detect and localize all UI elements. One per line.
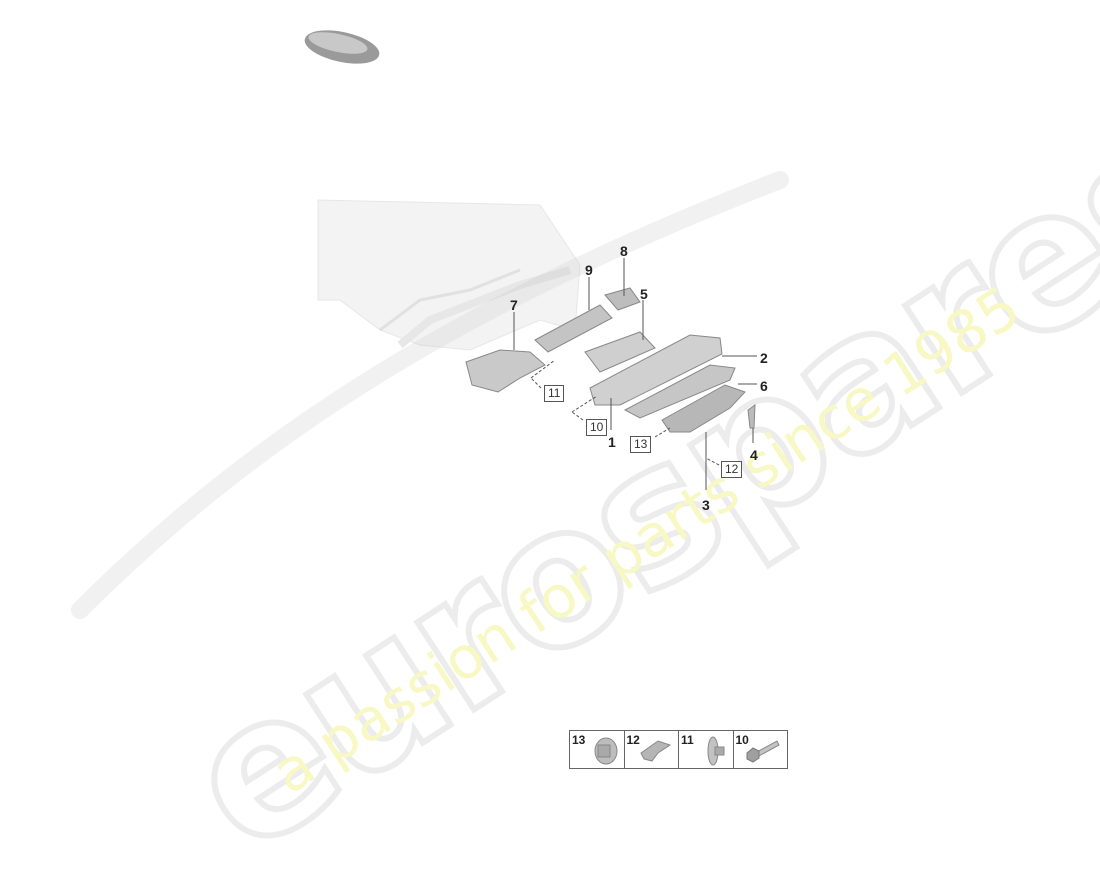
car-thumbnail-icon[interactable]: [300, 25, 385, 70]
flange-nut-icon: [594, 737, 617, 765]
callout-6[interactable]: 6: [760, 378, 768, 394]
legend-item-10[interactable]: 10: [734, 731, 788, 768]
boxed-callout-12[interactable]: 12: [721, 461, 743, 478]
callout-2[interactable]: 2: [760, 350, 768, 366]
boxed-callout-10[interactable]: 10: [586, 419, 608, 436]
boxed-callout-11[interactable]: 11: [544, 385, 565, 402]
watermark-swoosh: [71, 171, 789, 619]
callout-4[interactable]: 4: [750, 447, 758, 463]
callout-8[interactable]: 8: [620, 243, 628, 259]
hex-bolt-icon: [746, 740, 780, 763]
callout-7[interactable]: 7: [510, 297, 518, 313]
legend-item-12[interactable]: 12: [625, 731, 679, 768]
parts-diagram: [317, 199, 757, 490]
body-structure-outline: [317, 199, 581, 351]
callout-1[interactable]: 1: [608, 434, 616, 450]
callout-9[interactable]: 9: [585, 262, 593, 278]
legend-item-13[interactable]: 13: [570, 731, 625, 768]
hardware-legend: 13 12 11 10: [569, 730, 788, 769]
callout-3[interactable]: 3: [702, 497, 710, 513]
expanding-rivet-icon: [707, 736, 724, 766]
boxed-callout-13[interactable]: 13: [630, 436, 652, 453]
legend-item-11[interactable]: 11: [679, 731, 734, 768]
callout-5[interactable]: 5: [640, 286, 648, 302]
clip-bracket-icon: [640, 740, 672, 762]
